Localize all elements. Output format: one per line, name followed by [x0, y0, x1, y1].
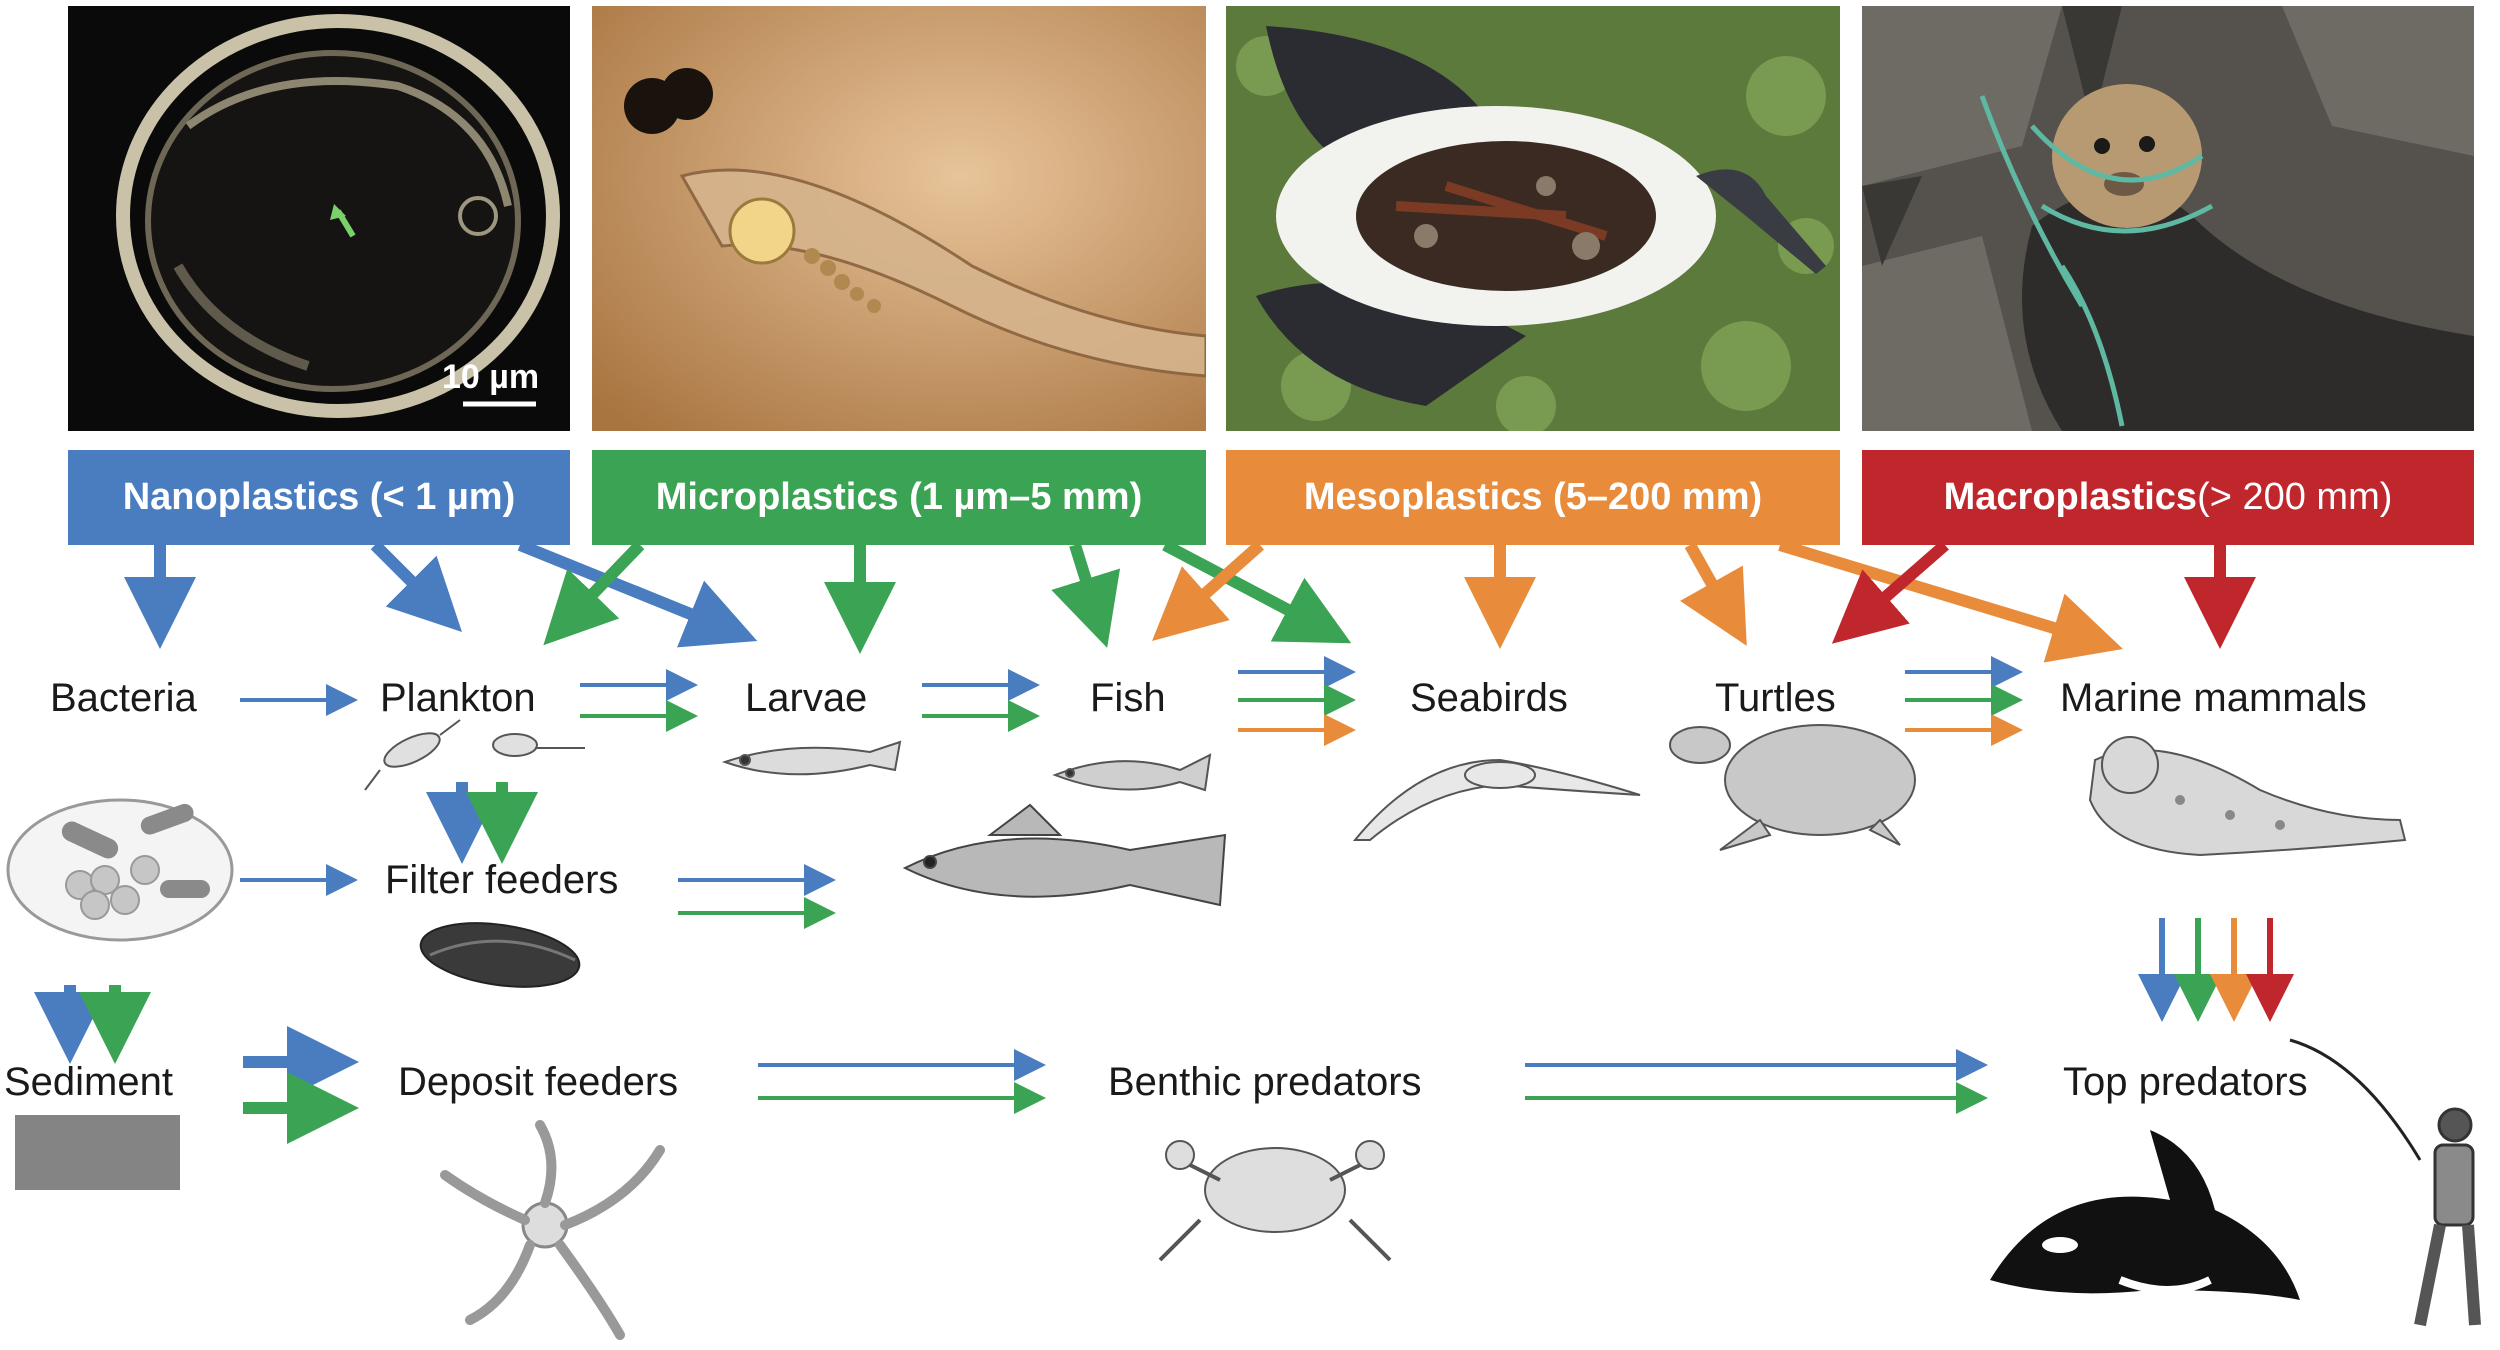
category-mesoplastics: Mesoplastics (5–200 mm) — [1226, 450, 1840, 545]
arrow-micro-seabirds — [1162, 539, 1352, 644]
node-larvae: Larvae — [745, 676, 868, 720]
arrow-micro-fish — [1051, 543, 1121, 648]
photo-fish-larva — [592, 6, 1206, 431]
copepod-icon — [364, 719, 585, 791]
fish-icon — [1052, 753, 1212, 792]
arrow-meso-turtles — [1680, 542, 1747, 646]
node-fish: Fish — [1090, 676, 1166, 720]
seabird-icon — [1352, 758, 1641, 841]
crab-icon — [1158, 1140, 1392, 1262]
node-plankton: Plankton — [380, 676, 536, 720]
turtle-icon — [1669, 724, 1916, 851]
sediment-icon — [15, 1115, 180, 1190]
node-top-predators: Top predators — [2063, 1060, 2308, 1104]
category-macroplastics: Macroplastics (> 200 mm) — [1862, 450, 2474, 545]
orca-icon — [1990, 1130, 2300, 1300]
bacteria-icon — [6, 798, 234, 942]
category-nanoplastics: Nanoplastics (< 1 µm) — [68, 450, 570, 545]
photo-nanoplastic-microscopy — [68, 6, 570, 431]
arrow-macro-turtles — [1831, 540, 1949, 644]
photo-seal-entangled — [1862, 6, 2474, 431]
arrow-nano-plankton — [370, 540, 462, 632]
fisherman-icon — [2289, 1038, 2481, 1327]
node-bacteria: Bacteria — [50, 676, 197, 720]
mussel-icon — [419, 922, 581, 988]
node-marine-mammals: Marine mammals — [2060, 676, 2367, 720]
brittle-star-icon — [440, 1120, 665, 1340]
scale-bar-label: 10 µm — [442, 358, 540, 396]
category-microplastics-label: Microplastics (1 µm–5 mm) — [655, 476, 1143, 518]
arrow-meso-mammals — [1778, 539, 2123, 663]
node-filter-feeders: Filter feeders — [385, 858, 619, 902]
node-turtles: Turtles — [1715, 676, 1836, 720]
node-deposit-feeders: Deposit feeders — [398, 1060, 679, 1104]
category-macroplastics-label: Macroplastics — [1943, 476, 2198, 518]
category-macroplastics-size: (> 200 mm) — [2197, 476, 2393, 518]
category-microplastics: Microplastics (1 µm–5 mm) — [592, 450, 1206, 545]
cod-icon — [902, 803, 1227, 907]
arrow-nano-larvae — [517, 539, 758, 648]
larva-fish-icon — [721, 740, 902, 776]
photo-seabird-plastic — [1226, 6, 1840, 431]
category-nanoplastics-label: Nanoplastics (< 1 µm) — [122, 476, 516, 518]
category-mesoplastics-label: Mesoplastics (5–200 mm) — [1303, 476, 1763, 518]
arrow-micro-plankton — [543, 540, 645, 646]
node-sediment: Sediment — [4, 1060, 173, 1104]
node-seabirds: Seabirds — [1410, 676, 1568, 720]
arrow-meso-fish — [1152, 540, 1264, 641]
node-benthic-predators: Benthic predators — [1108, 1060, 1422, 1104]
seal-icon — [2088, 736, 2407, 857]
